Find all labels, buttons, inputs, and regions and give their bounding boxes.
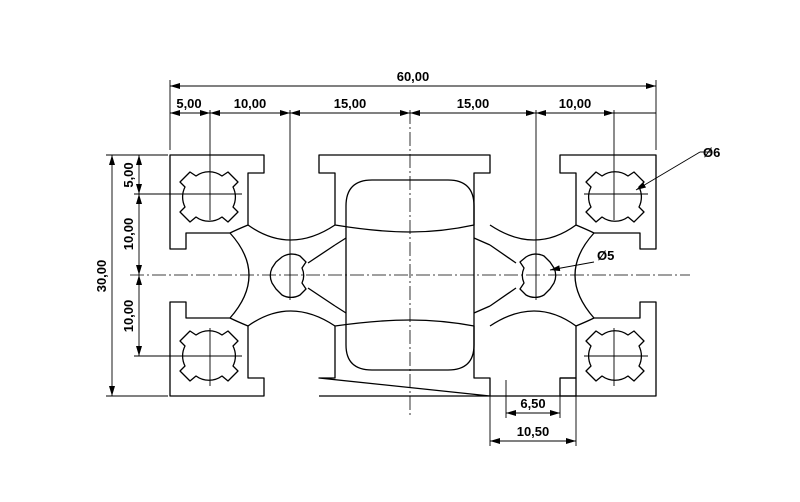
leader-hole-small xyxy=(549,261,595,272)
center-web-left xyxy=(334,237,347,314)
dim-seg-3: 15,00 xyxy=(334,96,367,111)
dim-overall-width: 60,00 xyxy=(397,69,430,84)
web-left-top xyxy=(307,244,336,264)
dimensions: 60,00 5,00 10,00 15,00 15,00 10,00 30,00… xyxy=(94,69,720,446)
hole-bottom-right xyxy=(585,330,645,382)
arc-right-lower xyxy=(489,310,577,327)
centerlines xyxy=(130,110,690,415)
web-right-top xyxy=(489,244,517,264)
hole-large-label: Ø6 xyxy=(703,145,720,160)
hole-top-right xyxy=(585,171,645,223)
dim-height-upper: 10,00 xyxy=(121,218,136,251)
dim-seg-2: 10,00 xyxy=(234,96,267,111)
dim-slot-inner: 6,50 xyxy=(520,396,545,411)
dim-slot-outer: 10,50 xyxy=(517,424,550,439)
arc-right-upper xyxy=(489,224,577,241)
dim-seg-5: 10,00 xyxy=(559,96,592,111)
hole-bottom-left xyxy=(179,330,239,382)
flange-bottom xyxy=(318,319,577,397)
corner-bottom-right xyxy=(559,301,657,397)
corner-bottom-left xyxy=(169,301,265,397)
dim-height-top: 5,00 xyxy=(121,162,136,187)
corner-top-left xyxy=(169,154,265,250)
side-arc-right xyxy=(574,232,595,319)
hole-center-left xyxy=(269,253,307,299)
arc-left-lower xyxy=(247,310,336,327)
arc-left-upper xyxy=(247,224,336,241)
hole-top-left xyxy=(179,171,239,223)
leader-hole-large xyxy=(635,151,701,191)
profile-outline xyxy=(169,154,657,397)
hole-center-right xyxy=(519,253,557,299)
dim-overall-height: 30,00 xyxy=(94,260,109,293)
hole-small-label: Ø5 xyxy=(597,248,614,263)
corner-top-right xyxy=(559,154,657,250)
web-left-bottom xyxy=(307,287,336,307)
dim-height-lower: 10,00 xyxy=(121,300,136,333)
dim-seg-4: 15,00 xyxy=(457,96,490,111)
center-hollow xyxy=(345,179,475,371)
dim-seg-1: 5,00 xyxy=(176,96,201,111)
flange-top xyxy=(318,154,491,233)
side-arc-left xyxy=(229,232,250,319)
center-web-right xyxy=(473,237,491,314)
web-right-bottom xyxy=(489,287,517,307)
holes xyxy=(179,171,645,382)
